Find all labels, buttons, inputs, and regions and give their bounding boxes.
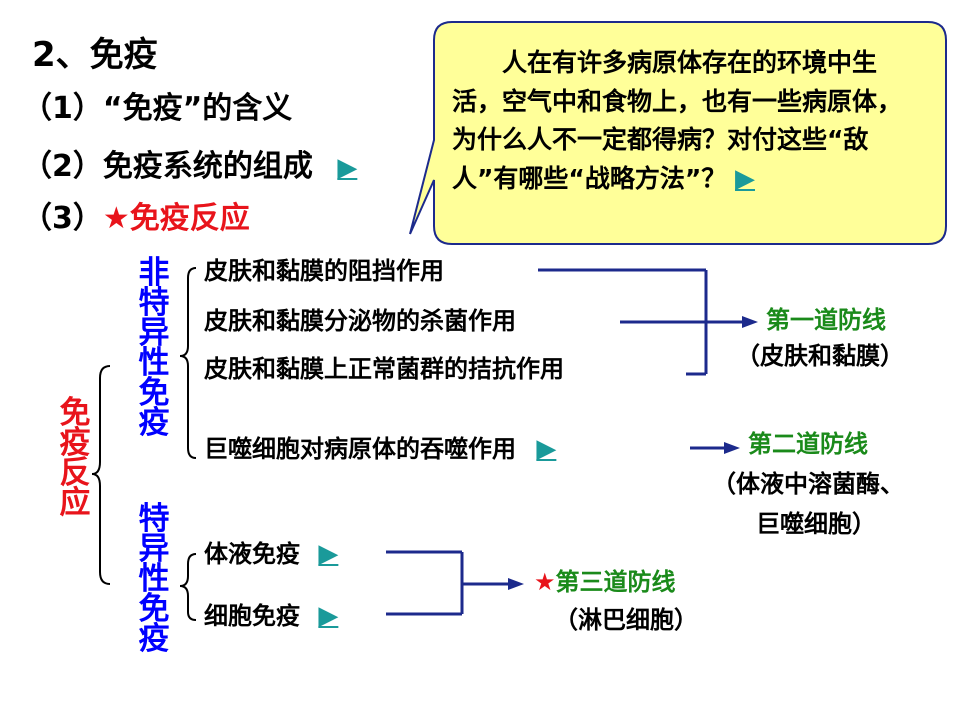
immune-response-label-text: 免疫反应 (59, 395, 91, 521)
specific-item-humoral: 体液免疫 ▶ (204, 541, 338, 567)
outline-item-meaning: （1）“免疫”的含义 (22, 91, 293, 126)
specific-item-cellular: 细胞免疫 ▶ (204, 603, 338, 629)
outline-item-response-prefix: （3） (22, 201, 103, 236)
nonspecific-brace (179, 267, 197, 459)
first-line-connectors (538, 268, 742, 376)
third-defense-line-name-text: 第三道防线 (555, 568, 676, 596)
second-defense-line-detail-1: （体液中溶菌酶、 (712, 470, 904, 498)
specific-item-humoral-text: 体液免疫 (204, 540, 300, 568)
specific-brace (179, 553, 197, 621)
composition-link-arrow[interactable]: ▶ (337, 153, 358, 183)
star-icon: ★ (534, 568, 556, 596)
slide-title: 2、免疫 (32, 35, 158, 75)
cellular-link-arrow[interactable]: ▶ (318, 601, 339, 631)
outline-item-response-highlight: ★免疫反应 (102, 201, 250, 236)
first-defense-line-detail: （皮肤和黏膜） (736, 342, 904, 370)
nonspecific-immunity-label: 非特异性免疫 (136, 255, 172, 441)
humoral-link-arrow[interactable]: ▶ (318, 539, 339, 569)
nonspecific-immunity-label-text: 非特异性免疫 (138, 255, 170, 441)
specific-immunity-label: 特异性免疫 (136, 501, 172, 657)
specific-immunity-label-text: 特异性免疫 (138, 501, 170, 657)
outline-item-composition-text: （2）免疫系统的组成 (22, 149, 313, 184)
bubble-link-arrow[interactable]: ▶ (735, 163, 756, 194)
nonspecific-item-phagocytosis-text: 巨噬细胞对病原体的吞噬作用 (204, 435, 516, 463)
third-defense-line-detail: （淋巴细胞） (554, 606, 698, 634)
outline-item-composition: （2）免疫系统的组成 ▶ (22, 152, 357, 182)
specific-item-cellular-text: 细胞免疫 (204, 602, 300, 630)
first-defense-line-name: 第一道防线 (766, 306, 886, 334)
nonspecific-item-secretion: 皮肤和黏膜分泌物的杀菌作用 (204, 307, 516, 335)
nonspecific-item-flora: 皮肤和黏膜上正常菌群的拮抗作用 (204, 355, 564, 383)
second-line-arrowhead (724, 442, 740, 454)
outline-item-response: （3）★免疫反应 (22, 204, 250, 234)
bubble-text: 人在有许多病原体存在的环境中生活，空气中和食物上，也有一些病原体，为什么人不一定… (452, 48, 903, 193)
phagocytosis-link-arrow[interactable]: ▶ (536, 434, 557, 464)
main-brace (91, 365, 111, 585)
immune-response-label: 免疫反应 (57, 395, 93, 521)
second-defense-line-name: 第二道防线 (748, 430, 868, 458)
third-line-arrowhead (508, 578, 524, 590)
nonspecific-item-barrier: 皮肤和黏膜的阻挡作用 (204, 257, 444, 285)
bubble-question-text: 人在有许多病原体存在的环境中生活，空气中和食物上，也有一些病原体，为什么人不一定… (452, 44, 904, 198)
first-line-arrowhead (742, 316, 758, 328)
third-defense-line-name: ★第三道防线 (534, 570, 676, 594)
nonspecific-item-phagocytosis: 巨噬细胞对病原体的吞噬作用 ▶ (204, 436, 556, 462)
third-line-connectors (386, 550, 510, 616)
second-defense-line-detail-2: 巨噬细胞） (756, 510, 876, 538)
